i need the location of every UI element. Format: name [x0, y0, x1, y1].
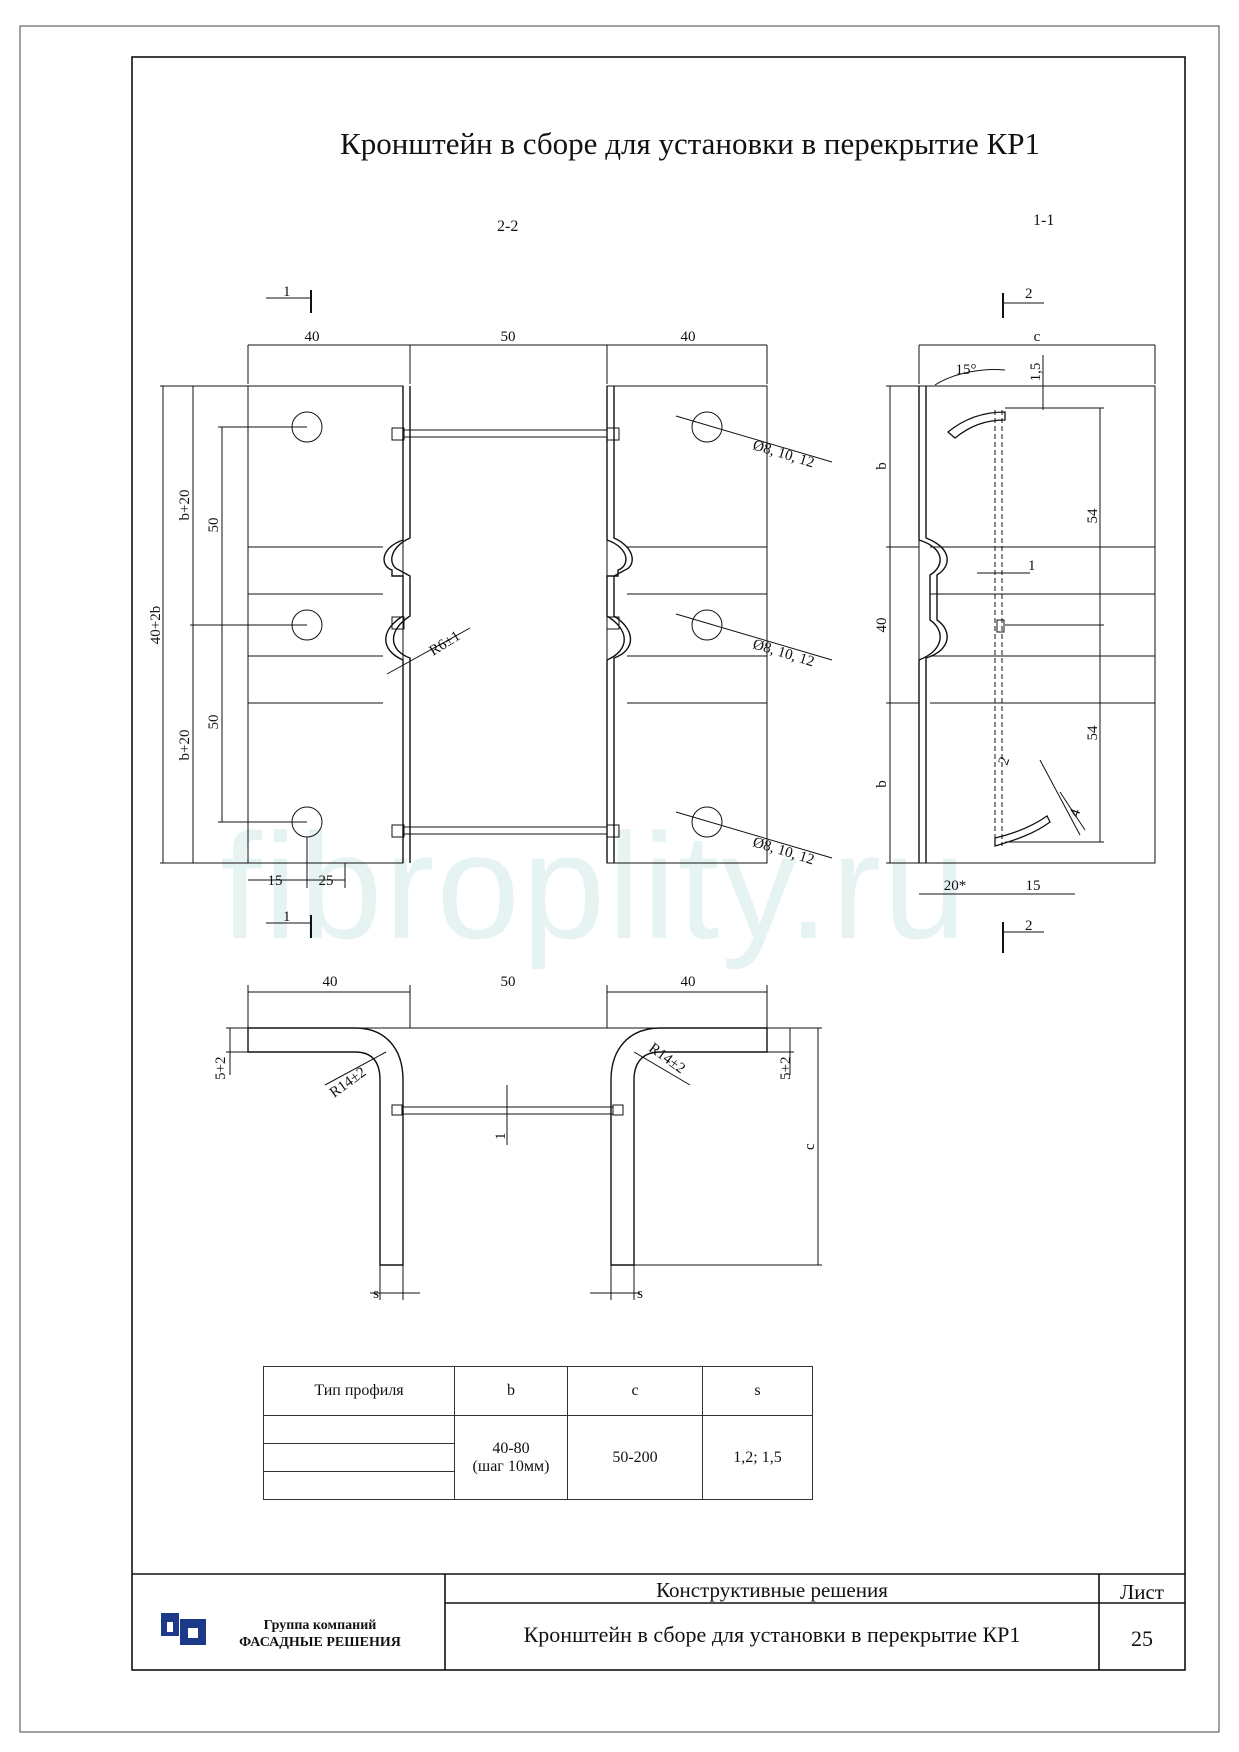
- hole-circle: [691, 806, 723, 838]
- dim-c-side: c: [1034, 329, 1041, 345]
- dim-4-side: 4: [1067, 806, 1085, 819]
- dim-b-upper: b: [874, 462, 890, 470]
- table-cell-profile-1: [263, 1415, 455, 1444]
- company-name: Группа компаний ФАСАДНЫЕ РЕШЕНИЯ: [220, 1617, 420, 1651]
- title-block-sheet-number: 25: [1131, 1626, 1153, 1651]
- table-header-profile: Тип профиля: [263, 1366, 455, 1416]
- dim-50-top: 50: [501, 329, 516, 345]
- dim-b20-upper: b+20: [177, 490, 193, 521]
- company-logo: [161, 1613, 206, 1645]
- dim-50-lower: 50: [206, 715, 222, 730]
- dim-1-plan: 1: [493, 1133, 509, 1141]
- dim-b-lower: b: [874, 780, 890, 788]
- company-line-2: ФАСАДНЫЕ РЕШЕНИЯ: [239, 1635, 401, 1650]
- title-block-drawing-name: Кронштейн в сборе для установки в перекр…: [523, 1622, 1021, 1647]
- dim-s-right: s: [637, 1286, 643, 1302]
- dim-54-lower: 54: [1085, 725, 1101, 741]
- dim-1-side: 1: [1028, 558, 1036, 574]
- hole-circle: [691, 609, 723, 641]
- side-plate: [918, 385, 1156, 864]
- cut-mark-2-top: 2: [1025, 286, 1033, 302]
- profile-spec-table: Тип профиля b c s 40-80 (шаг 10мм) 50-20…: [263, 1366, 813, 1500]
- dim-40-top-right: 40: [681, 329, 696, 345]
- section-label-2-2: 2-2: [497, 218, 519, 235]
- table-cell-profile-3: [263, 1471, 455, 1500]
- watermark: fibroplity.ru: [220, 802, 969, 970]
- cut-mark-2-bottom: 2: [1025, 918, 1033, 934]
- table-cell-b: 40-80 (шаг 10мм): [454, 1415, 568, 1500]
- title-block-sheet-label: Лист: [1120, 1580, 1164, 1604]
- company-line-1: Группа компаний: [263, 1618, 377, 1633]
- outer-border: [19, 25, 1220, 1733]
- radius-r14-left: R14±2: [327, 1064, 369, 1101]
- table-cell-b-step: (шаг 10мм): [472, 1457, 550, 1475]
- table-cell-profile-2: [263, 1443, 455, 1472]
- dim-40-top-left: 40: [305, 329, 320, 345]
- table-header-c: c: [567, 1366, 703, 1416]
- table-cell-s: 1,2; 1,5: [702, 1415, 813, 1500]
- dim-15-side: 15: [1026, 878, 1041, 894]
- left-angle: [247, 1027, 404, 1266]
- dim-15: 15: [268, 873, 283, 889]
- dim-40-2b: 40+2b: [148, 606, 164, 644]
- radius-r6: R6±1: [427, 628, 464, 659]
- title-block-section: Конструктивные решения: [656, 1578, 888, 1602]
- dim-40-plan-left: 40: [323, 974, 338, 990]
- hole-callout-2: Ø8, 10, 12: [751, 637, 816, 671]
- cut-mark-1-bottom: 1: [283, 909, 291, 925]
- drawing-title: Кронштейн в сборе для установки в перекр…: [340, 126, 1040, 161]
- dim-40-side: 40: [874, 618, 890, 633]
- dim-20: 20*: [944, 878, 967, 894]
- dim-b20-lower: b+20: [177, 730, 193, 761]
- dim-40-plan-right: 40: [681, 974, 696, 990]
- dim-54-upper: 54: [1085, 508, 1101, 524]
- table-cell-b-range: 40-80: [492, 1439, 530, 1457]
- table-header-b: b: [454, 1366, 568, 1416]
- dim-c-plan: c: [802, 1143, 818, 1150]
- dim-5-2-left: 5+2: [213, 1057, 229, 1080]
- dim-25: 25: [319, 873, 334, 889]
- inner-frame: [131, 56, 1186, 1671]
- right-plate: [606, 385, 768, 864]
- dim-50-upper: 50: [206, 518, 222, 533]
- hole-circle: [691, 411, 723, 443]
- dim-1-5: 1,5: [1028, 363, 1044, 382]
- dim-50-plan: 50: [501, 974, 516, 990]
- dim-5-2-right: 5+2: [778, 1057, 794, 1080]
- hole-callout-1: Ø8, 10, 12: [751, 438, 816, 472]
- table-header-s: s: [702, 1366, 813, 1416]
- dim-s-left: s: [373, 1286, 379, 1302]
- table-cell-c: 50-200: [567, 1415, 703, 1500]
- cut-mark-1-top: 1: [283, 284, 291, 300]
- dim-angle-15: 15°: [956, 362, 977, 378]
- dim-2-side: 2: [996, 755, 1014, 768]
- right-angle: [610, 1027, 768, 1266]
- section-label-1-1: 1-1: [1033, 212, 1055, 229]
